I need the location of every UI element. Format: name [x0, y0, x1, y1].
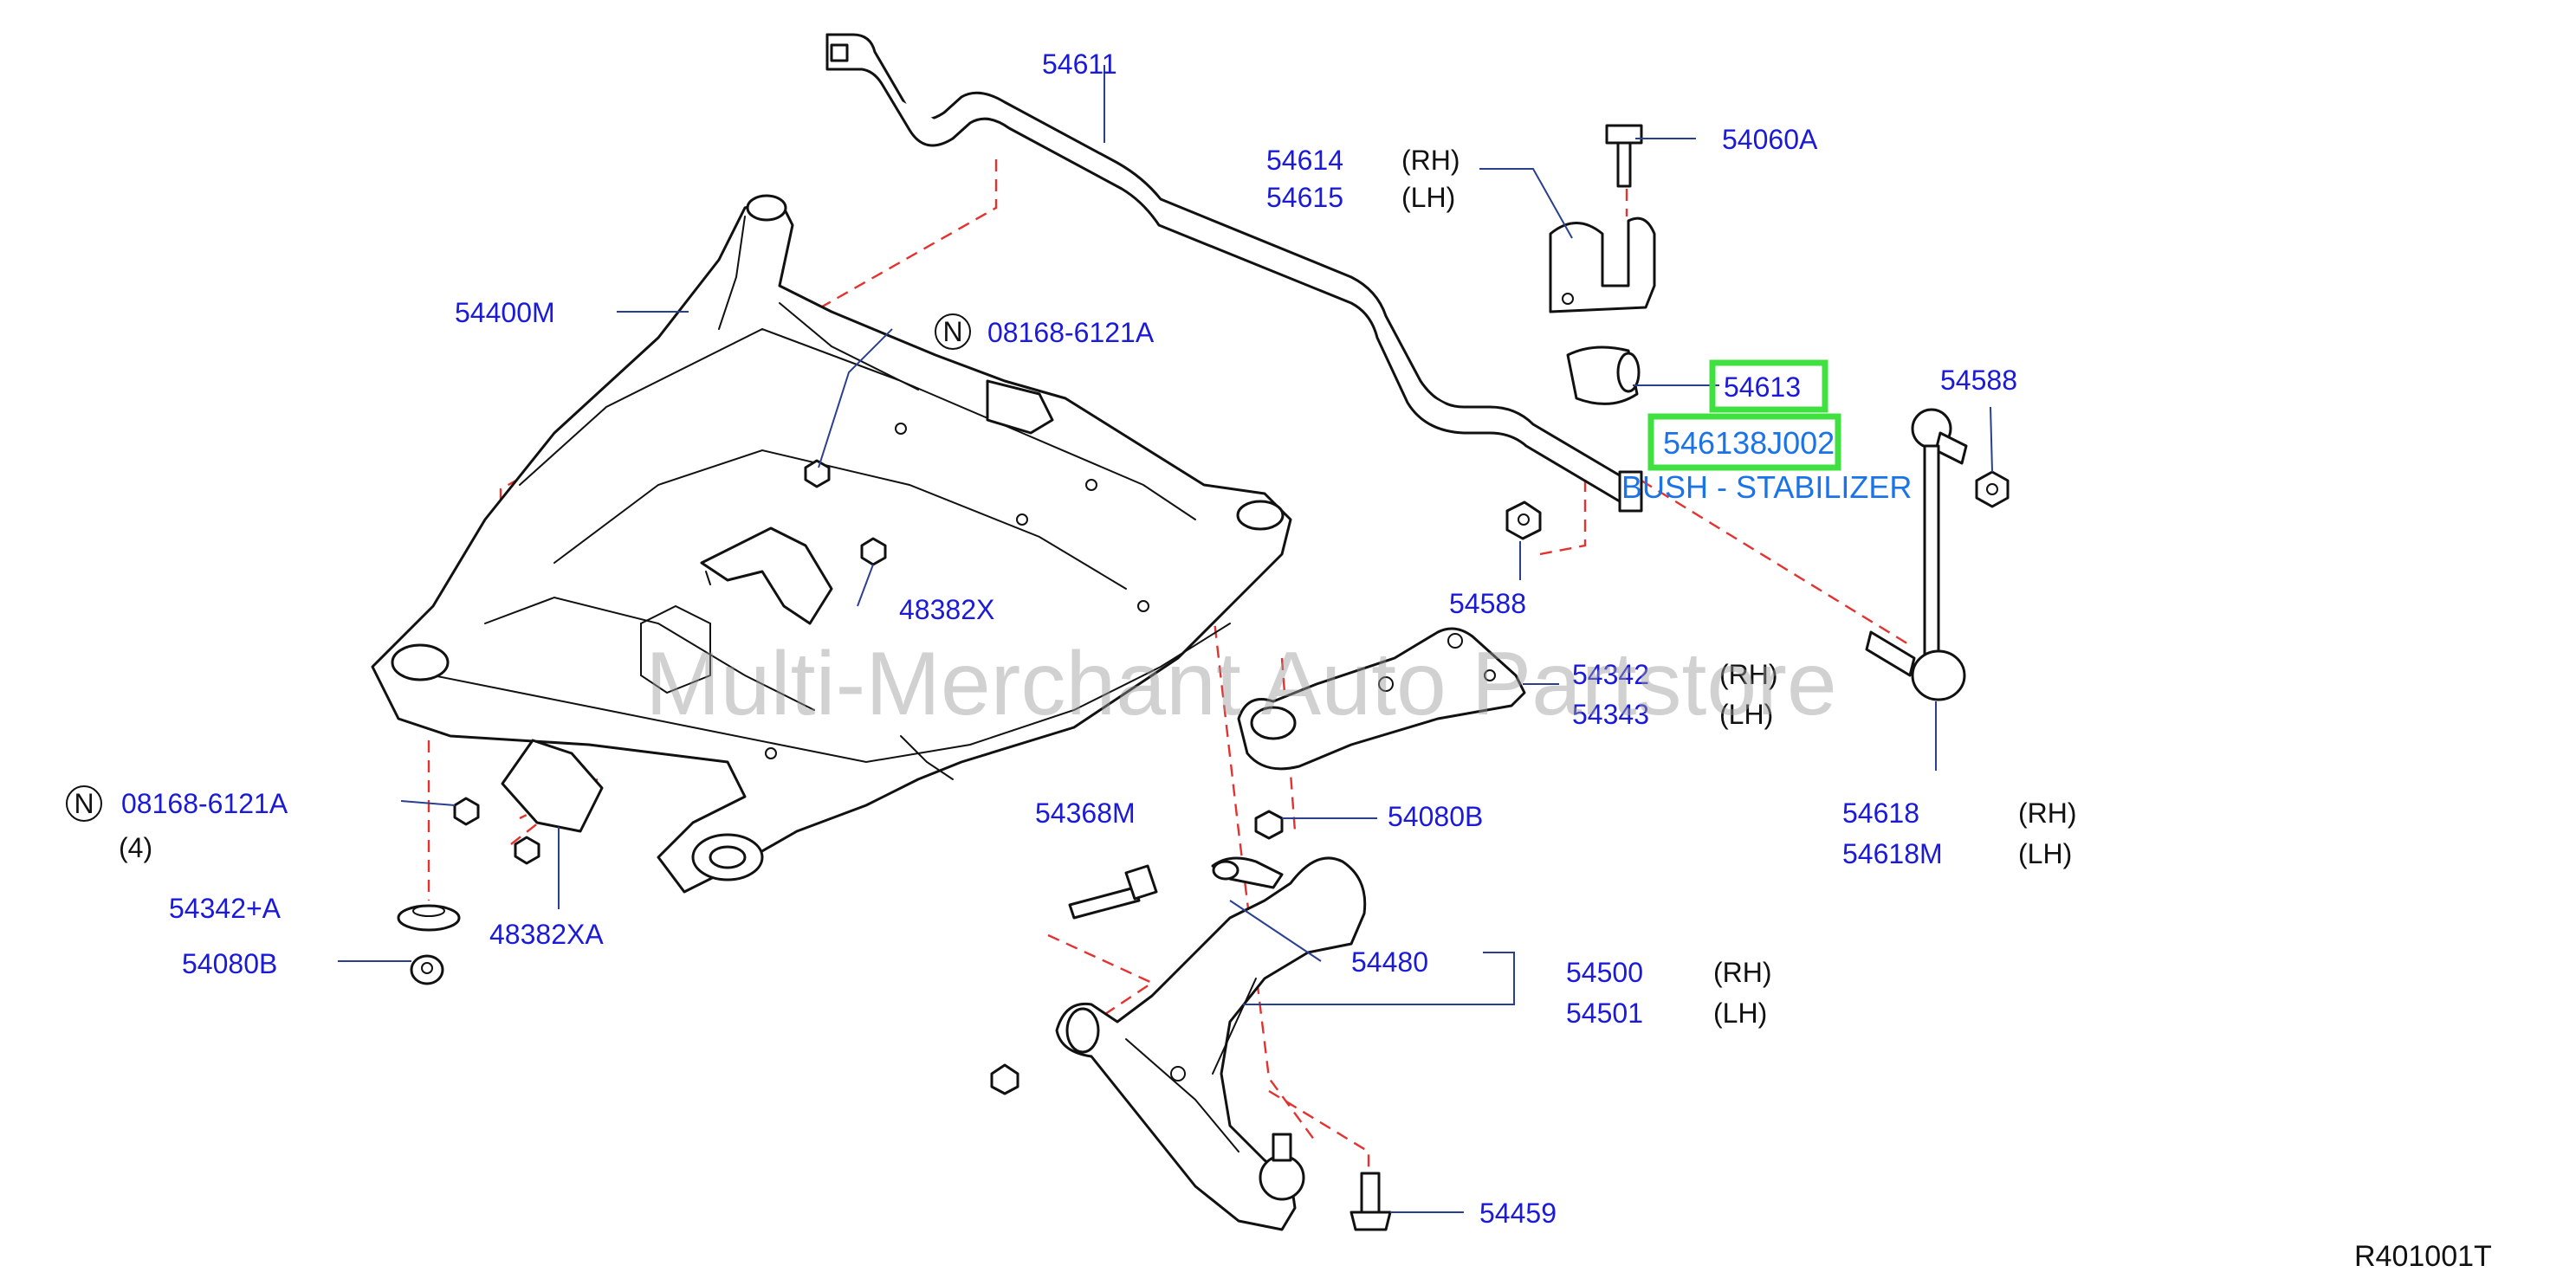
nut-48382xa[interactable]	[514, 836, 540, 865]
heat-shield-48382x[interactable]	[700, 526, 833, 625]
heat-shield-48382xa[interactable]	[501, 739, 604, 833]
label-54500[interactable]: 54500	[1566, 957, 1643, 988]
bushing-54342a[interactable]	[397, 904, 461, 932]
label-54480[interactable]: 54480	[1351, 946, 1428, 978]
label-54080b-left[interactable]: 54080B	[182, 948, 277, 979]
stabilizer-bar[interactable]	[825, 33, 1643, 513]
label-54615-side: (LH)	[1401, 182, 1455, 213]
label-54614-side: (RH)	[1401, 145, 1460, 176]
label-54343[interactable]: 54343	[1572, 699, 1649, 730]
n-mark-left: N	[66, 785, 102, 822]
label-48382x[interactable]: 48382X	[899, 594, 994, 625]
stabilizer-link[interactable]	[1865, 408, 1968, 701]
highlight-54613	[1709, 359, 1828, 413]
n-mark-top: N	[935, 313, 971, 350]
label-08168-top[interactable]: 08168-6121A	[987, 317, 1155, 348]
label-54342-side: (RH)	[1719, 659, 1778, 690]
highlight-546138j002	[1647, 413, 1841, 471]
label-54400m[interactable]: 54400M	[455, 297, 555, 328]
lower-control-arm[interactable]	[1055, 856, 1367, 1231]
label-54615[interactable]: 54615	[1266, 182, 1343, 213]
label-54613[interactable]: 54613	[1724, 371, 1801, 403]
label-54618-side: (RH)	[2018, 797, 2077, 829]
watermark: Multi-Merchant Auto Partstore	[645, 634, 1837, 734]
nut-48382x[interactable]	[860, 537, 887, 566]
label-54618m-side: (LH)	[2018, 838, 2072, 869]
label-qty-left: (4)	[119, 832, 152, 863]
label-54588-mid[interactable]: 54588	[1449, 588, 1526, 619]
label-08168-left[interactable]: 08168-6121A	[121, 788, 288, 819]
label-54060a[interactable]: 54060A	[1722, 124, 1818, 155]
nut-54588-top[interactable]	[1975, 470, 2010, 508]
n-mark-left-text: N	[74, 788, 94, 819]
nut-08168-left[interactable]	[453, 797, 480, 826]
label-54614[interactable]: 54614	[1266, 145, 1343, 176]
label-54080b-mid[interactable]: 54080B	[1388, 801, 1483, 832]
label-54500-side: (RH)	[1713, 957, 1772, 988]
n-mark-top-text: N	[942, 316, 962, 347]
label-54501-side: (LH)	[1713, 998, 1767, 1029]
label-54588-top[interactable]: 54588	[1940, 365, 2017, 396]
label-54368m[interactable]: 54368M	[1035, 797, 1136, 829]
nut-54080b-left[interactable]	[410, 954, 444, 985]
label-54611[interactable]: 54611	[1042, 48, 1117, 80]
label-54501[interactable]: 54501	[1566, 998, 1643, 1029]
bolt-54459[interactable]	[1349, 1172, 1392, 1231]
label-54618m[interactable]: 54618M	[1842, 838, 1943, 869]
nut-54588-mid[interactable]	[1505, 500, 1542, 540]
label-48382xa[interactable]: 48382XA	[489, 919, 604, 950]
nut-08168-top[interactable]	[804, 459, 831, 488]
label-bush-stabilizer: BUSH - STABILIZER	[1621, 469, 1912, 505]
leader-lines	[338, 65, 1993, 1213]
stabilizer-clamp[interactable]	[1549, 216, 1656, 313]
nut-54080b-mid[interactable]	[1254, 810, 1284, 840]
bolt-54060a[interactable]	[1605, 124, 1643, 188]
stabilizer-bushing[interactable]	[1566, 345, 1641, 405]
bolt-54368m[interactable]	[1068, 864, 1158, 920]
label-54343-side: (LH)	[1719, 699, 1773, 730]
diagram-ref: R401001T	[2354, 1240, 2492, 1273]
label-546138j002[interactable]: 546138J002	[1663, 425, 1835, 461]
nut-arm[interactable]	[990, 1063, 1019, 1095]
label-54459[interactable]: 54459	[1479, 1198, 1557, 1229]
label-54342[interactable]: 54342	[1572, 659, 1649, 690]
crossmember[interactable]	[371, 194, 1292, 894]
label-54342a[interactable]: 54342+A	[169, 893, 282, 924]
compression-rod[interactable]	[1237, 627, 1526, 771]
label-54618[interactable]: 54618	[1842, 797, 1919, 829]
